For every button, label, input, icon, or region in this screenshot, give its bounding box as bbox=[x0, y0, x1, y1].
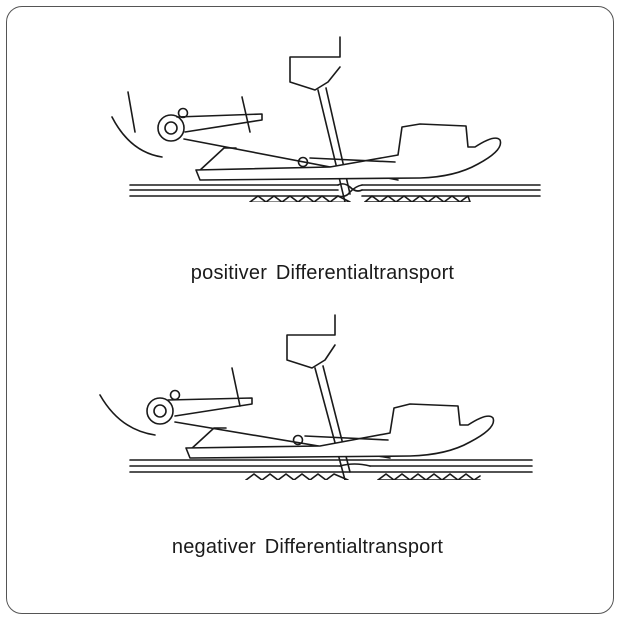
figure-frame bbox=[6, 6, 614, 614]
lever-arm bbox=[167, 397, 253, 417]
caption-negative: negativer Differentialtransport bbox=[171, 536, 444, 558]
negative-feed-diagram bbox=[99, 314, 533, 480]
needle-bar bbox=[289, 36, 341, 91]
caption-positive: positiver Differentialtransport bbox=[190, 262, 455, 284]
spring-coil bbox=[157, 114, 185, 142]
presser-foot bbox=[195, 123, 502, 181]
pivot-pin bbox=[169, 389, 181, 401]
foot-pin bbox=[297, 156, 309, 168]
frame-curve bbox=[111, 116, 163, 158]
frame-curve bbox=[99, 394, 156, 436]
needle-bar bbox=[286, 314, 336, 369]
positive-feed-diagram bbox=[111, 36, 541, 202]
foot-pin bbox=[292, 434, 304, 446]
lever-arm bbox=[176, 113, 263, 133]
needle bbox=[314, 367, 346, 480]
spring-coil bbox=[146, 397, 174, 425]
presser-foot bbox=[185, 403, 495, 459]
